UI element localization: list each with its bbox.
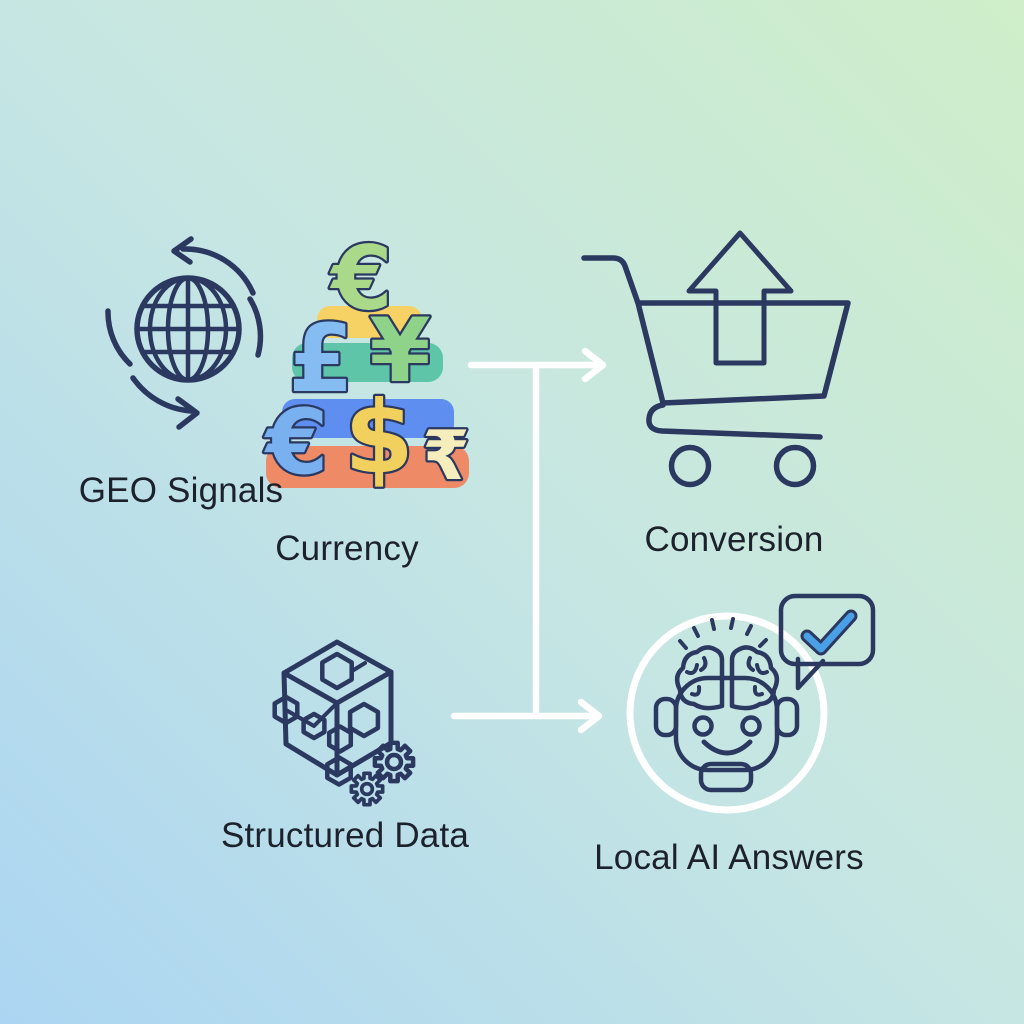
currency-bar-blue: [282, 399, 454, 438]
hex-node-coral-bottom: [325, 755, 353, 787]
speech-bubble-tail: [795, 656, 826, 691]
cart-up-arrow-icon: [581, 230, 851, 488]
rupee-symbol: ₹: [422, 417, 469, 496]
brain-left-lobe: [674, 645, 725, 711]
hex-node-coral-mid: [326, 724, 354, 754]
hex-node-teal: [301, 711, 327, 741]
hex-node-yellow: [347, 701, 381, 739]
label-geo-signals: GEO Signals: [78, 471, 284, 510]
data-cube-gears-icon: [272, 639, 416, 807]
sync-arrowhead-top: [171, 236, 194, 265]
cart-wheel-right: [773, 444, 817, 488]
robot-eye-right: [740, 715, 762, 737]
sync-arrow-bottom: [130, 375, 194, 414]
hex-node-white: [320, 651, 354, 691]
brain-folds: [685, 656, 769, 697]
currency-bar-teal: [292, 343, 443, 382]
ai-robot-brain-check-icon: [626, 593, 876, 814]
flow-arrow-bottom-head: [577, 698, 603, 734]
cart-wheel-left: [668, 444, 712, 488]
label-conversion: Conversion: [644, 520, 824, 559]
cart-tray: [646, 402, 823, 440]
robot-smile: [701, 739, 753, 756]
robot-ear-left: [653, 696, 679, 738]
globe-sync-icon: [105, 236, 264, 430]
euro-symbol-blue: €: [264, 390, 329, 495]
euro-symbol-green: €: [329, 227, 392, 330]
sync-arc-right: [247, 296, 264, 358]
checkmark-icon: [803, 612, 855, 653]
robot-neck: [698, 761, 754, 793]
sync-arrowhead-bottom: [175, 396, 200, 430]
growth-up-arrow: [686, 230, 794, 366]
robot-ring: [626, 612, 828, 814]
robot-eye-left: [692, 715, 714, 737]
speech-bubble-check-icon: [778, 593, 876, 691]
currency-bar-orange: [266, 446, 469, 488]
hex-node-orange: [272, 694, 300, 726]
dollar-symbol: $: [344, 379, 414, 496]
brain-right-lobe: [729, 645, 780, 711]
currency-stack-icon: € £ ¥ € $ ₹: [261, 225, 471, 499]
robot-ear-right: [774, 696, 800, 738]
connector-arrows: [450, 347, 607, 734]
label-local-ai-answers: Local AI Answers: [594, 838, 864, 877]
cart-basket: [635, 300, 851, 406]
speech-bubble: [778, 593, 876, 667]
currency-bar-yellow: [317, 306, 422, 338]
flow-arrow-top-head: [581, 347, 607, 383]
gears-icon: [349, 740, 416, 807]
spark-dashes: [678, 617, 768, 650]
sync-arrow-top: [180, 246, 256, 296]
cart-handle: [581, 255, 641, 306]
pound-symbol: £: [288, 305, 353, 414]
yen-symbol: ¥: [369, 299, 430, 402]
label-structured-data: Structured Data: [220, 816, 470, 855]
sync-arc-left: [105, 308, 133, 367]
robot-face: [673, 675, 780, 773]
label-currency: Currency: [275, 529, 419, 568]
